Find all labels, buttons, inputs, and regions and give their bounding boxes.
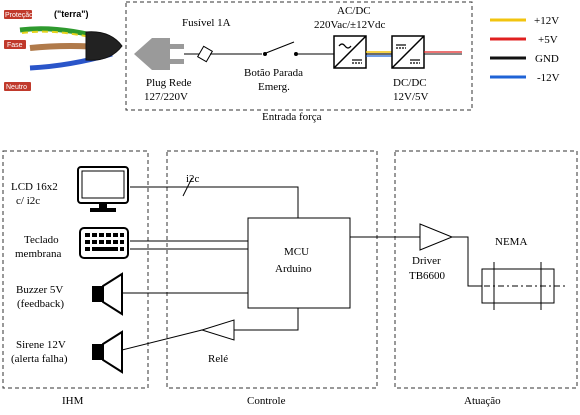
button-label-2: Emerg.	[258, 81, 290, 93]
dcdc-converter-icon	[391, 35, 425, 69]
driver-label: Driver	[412, 255, 441, 267]
siren-label: Sirene 12V	[16, 339, 66, 351]
plug-label: Plug Rede	[146, 77, 192, 89]
siren-wire-slant	[121, 329, 203, 351]
stepper-motor-symbol	[470, 262, 566, 310]
acdc-label: AC/DC	[337, 5, 371, 17]
mcu-label-2: Arduino	[275, 263, 312, 275]
fuse-label: Fusível 1A	[182, 17, 231, 29]
motor-label: NEMA	[495, 236, 527, 248]
dcdc-label: DC/DC	[393, 77, 427, 89]
driver-label-2: TB6600	[409, 270, 446, 282]
legend-label-neg12v: -12V	[537, 72, 560, 84]
buzzer-speaker-icon	[92, 272, 123, 316]
relay-control-wire	[234, 308, 299, 331]
relay-label: Relé	[208, 353, 228, 365]
power-section: Proteção ("terra") Fase Neutro Plug Rede…	[4, 1, 473, 123]
i2c-bus-wire	[130, 186, 299, 218]
button-label: Botão Parada	[244, 67, 303, 79]
keypad-label: Teclado	[24, 234, 59, 246]
ihm-section-frame	[2, 150, 149, 389]
phase-label: Fase	[7, 42, 23, 49]
protection-label: Proteção	[5, 12, 33, 19]
siren-label-2: (alerta falha)	[11, 353, 68, 365]
fuse-symbol	[196, 45, 214, 63]
plug-icon	[134, 38, 184, 70]
lcd-label-2: c/ i2c	[16, 195, 40, 207]
legend-label-5v: +5V	[538, 34, 558, 46]
power-section-frame	[125, 1, 473, 111]
legend-label-gnd: GND	[535, 53, 559, 65]
mcu-block	[247, 217, 351, 309]
lcd-label: LCD 16x2	[11, 181, 58, 193]
ihm-section: LCD 16x2 c/ i2c Teclado membrana Buzzer …	[2, 150, 149, 407]
legend-label-12v: +12V	[534, 15, 559, 27]
i2c-label: i2c	[186, 173, 200, 185]
mcu-label: MCU	[284, 246, 309, 258]
driver-motor-wire	[452, 236, 482, 287]
power-cable-image: Proteção ("terra") Fase Neutro	[4, 9, 123, 91]
ihm-section-label: IHM	[62, 395, 84, 407]
acdc-converter-icon	[333, 35, 367, 69]
emergency-button-symbol	[263, 41, 298, 56]
keypad-label-2: membrana	[15, 248, 62, 260]
atuacao-section: Driver TB6600 NEMA Atuação	[350, 150, 578, 407]
buzzer-label: Buzzer 5V	[16, 284, 63, 296]
i2c-bus-slash	[182, 177, 193, 197]
plug-voltage: 127/220V	[144, 91, 188, 103]
acdc-spec: 220Vac/±12Vdc	[314, 19, 386, 31]
power-section-label: Entrada força	[262, 111, 322, 123]
relay-symbol	[200, 319, 235, 341]
neutral-label: Neutro	[6, 84, 27, 91]
controle-section-label: Controle	[247, 395, 286, 407]
buzzer-label-2: (feedback)	[17, 298, 64, 310]
dcdc-spec: 12V/5V	[393, 91, 429, 103]
wire-color-legend: +12V +5V GND -12V	[490, 15, 560, 84]
atuacao-section-frame	[394, 150, 578, 389]
earth-label: ("terra")	[54, 9, 89, 19]
siren-speaker-icon	[92, 330, 123, 374]
controle-section-frame	[166, 150, 378, 389]
monitor-icon	[77, 166, 129, 212]
driver-symbol	[419, 223, 454, 251]
keyboard-icon	[79, 227, 129, 259]
atuacao-section-label: Atuação	[464, 395, 501, 407]
controle-section: MCU Arduino i2c Relé Controle	[121, 150, 378, 407]
